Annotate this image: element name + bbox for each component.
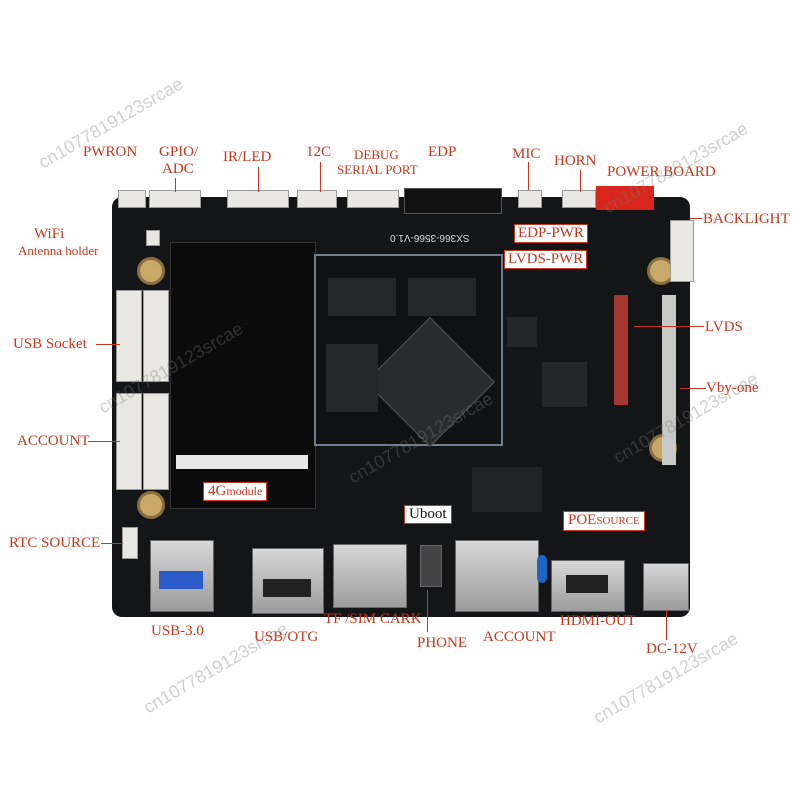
mini-pcie-socket: [176, 455, 308, 469]
usb30-port: [150, 540, 214, 612]
ir-led-connector: [227, 190, 289, 208]
label-tf-sim: TF /SIM CARK: [324, 611, 422, 627]
mounting-hole: [137, 491, 165, 519]
label-debug: DEBUG: [354, 147, 399, 162]
leader-line: [528, 162, 529, 190]
usb30-tongue: [159, 571, 203, 589]
pwron-connector: [118, 190, 146, 208]
usb-socket-connector: [116, 290, 142, 382]
account-connector: [143, 393, 169, 490]
mic-connector: [518, 190, 542, 208]
emmc-chip: [326, 344, 378, 412]
mounting-hole: [137, 257, 165, 285]
label-rtc-source: RTC SOURCE: [9, 535, 101, 551]
vby-one-connector: [662, 295, 676, 465]
wifi-antenna-holder: [146, 230, 160, 246]
label-serial-port: SERIAL PORT: [337, 162, 418, 177]
board-marking: SX366-3566-V1.0: [390, 232, 470, 243]
label-phone: PHONE: [417, 635, 468, 651]
label-lvds-pwr: LVDS-PWR: [504, 250, 588, 269]
label-mic: MIC: [512, 146, 541, 162]
label-poe: POE: [568, 512, 597, 528]
debug-connector: [347, 190, 399, 208]
label-power-board: POWER BOARD: [607, 164, 716, 180]
label-usb-socket: USB Socket: [13, 336, 87, 352]
label-dc12v: DC-12V: [646, 641, 698, 657]
label-lvds: LVDS: [705, 319, 743, 335]
leader-line: [320, 162, 321, 192]
ic-chip: [542, 362, 587, 407]
label-uboot: Uboot: [404, 505, 452, 524]
ic-chip: [507, 317, 537, 347]
label-account-bottom: ACCOUNT: [483, 629, 556, 645]
label-4g-module: 4Gmodule: [203, 482, 268, 501]
label-4g: 4G: [208, 483, 227, 499]
label-pwron: PWRON: [83, 144, 138, 160]
usb-otg-tongue: [263, 579, 311, 597]
label-wifi: WiFi: [34, 226, 65, 242]
leader-line: [96, 344, 120, 345]
label-edp: EDP: [428, 144, 457, 160]
label-gpio: GPIO/: [159, 144, 199, 160]
label-backlight: BACKLIGHT: [703, 211, 790, 227]
tf-sim-slot: [333, 544, 407, 608]
leader-line: [580, 170, 581, 192]
label-horn: HORN: [554, 153, 597, 169]
label-module: module: [226, 484, 263, 498]
rtc-connector: [122, 527, 138, 559]
usb-socket-connector: [143, 290, 169, 382]
leader-line: [101, 543, 123, 544]
leader-line: [427, 590, 428, 632]
backlight-connector: [670, 220, 694, 282]
i2c-connector: [297, 190, 337, 208]
leader-line: [175, 178, 176, 192]
core-module: [314, 254, 503, 448]
leader-line: [634, 326, 704, 327]
capacitor: [537, 555, 547, 583]
leader-line: [88, 441, 120, 442]
lvds-header: [614, 295, 628, 405]
account-connector: [116, 393, 142, 490]
label-usb-otg: USB/OTG: [254, 629, 319, 645]
leader-line: [666, 610, 667, 640]
label-hdmi-out: HDMI-OUT: [560, 613, 636, 629]
label-poe-source: POESOURCE: [563, 511, 645, 531]
horn-connector: [562, 190, 596, 208]
power-board-connector: [596, 186, 654, 210]
usb-otg-port: [252, 548, 324, 614]
edp-header: [404, 188, 502, 214]
label-antenna-holder: Antenna holder: [18, 243, 99, 258]
dc-jack: [643, 563, 689, 611]
memory-chip: [408, 278, 476, 316]
label-account-left: ACCOUNT: [17, 433, 90, 449]
leader-line: [680, 388, 706, 389]
label-ir-led: IR/LED: [223, 149, 272, 165]
phone-jack: [420, 545, 442, 587]
ic-chip: [472, 467, 542, 512]
label-edp-pwr: EDP-PWR: [514, 224, 588, 243]
memory-chip: [328, 278, 396, 316]
gpio-adc-connector: [149, 190, 201, 208]
label-i2c: 12C: [306, 144, 332, 160]
leader-line: [690, 218, 702, 219]
hdmi-port: [551, 560, 625, 612]
label-vby-one: Vby-one: [706, 380, 759, 396]
label-source: SOURCE: [596, 515, 640, 527]
label-adc: ADC: [162, 161, 194, 177]
ethernet-port: [455, 540, 539, 612]
label-usb30: USB-3.0: [151, 623, 204, 639]
hdmi-opening: [566, 575, 608, 593]
leader-line: [258, 167, 259, 192]
